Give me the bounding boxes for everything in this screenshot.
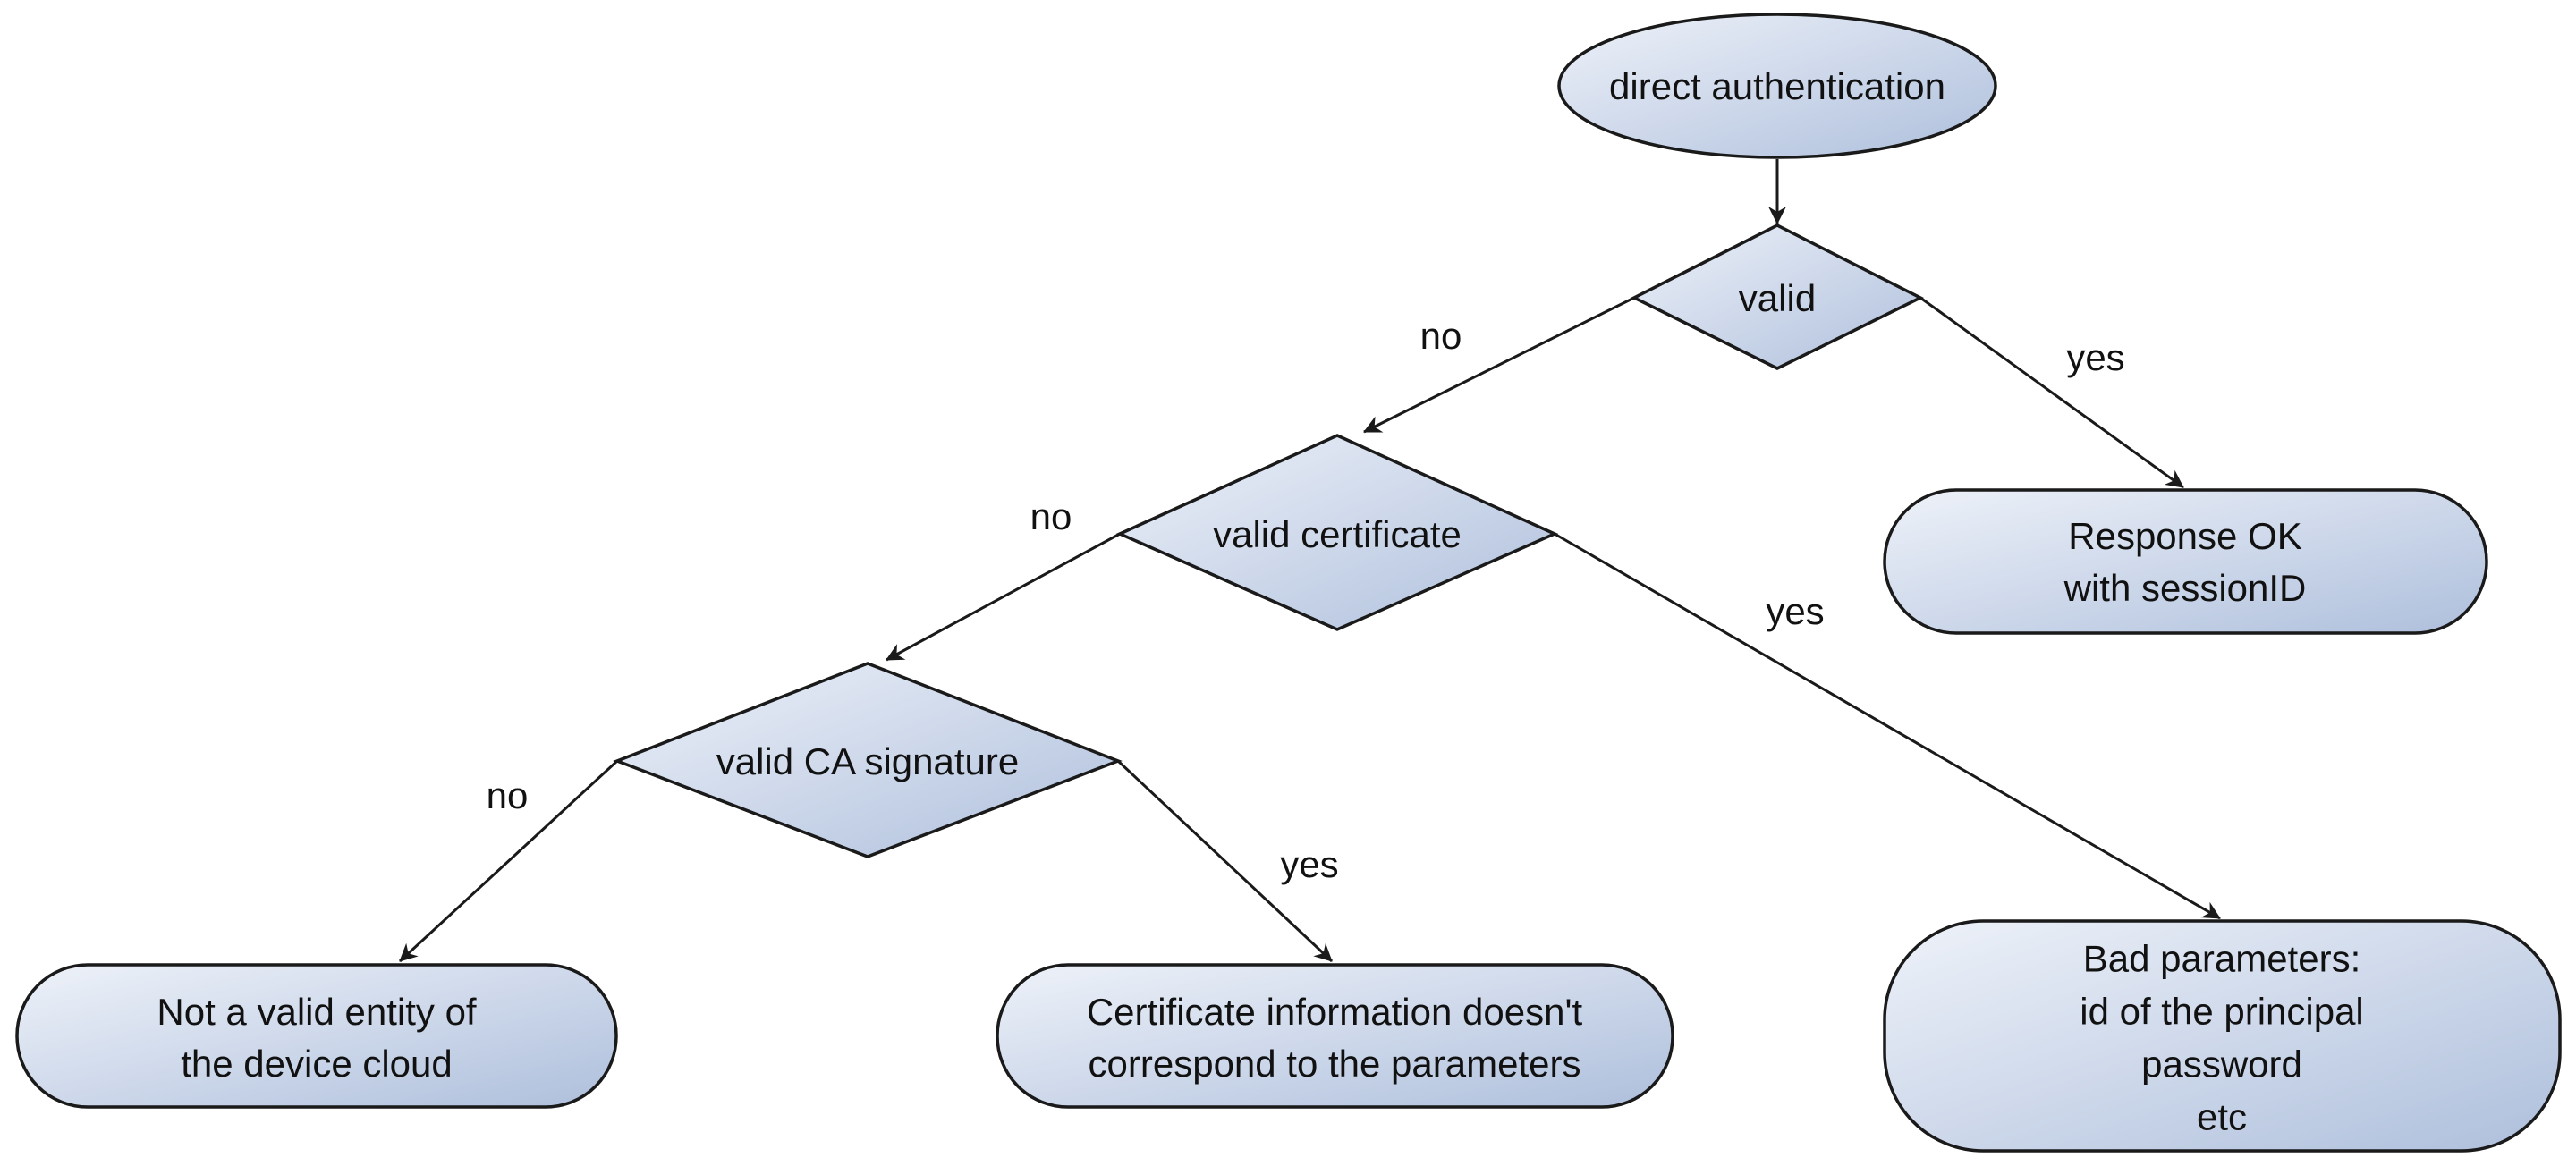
node-label: Not a valid entity of the device cloud — [157, 991, 477, 1085]
node-direct-authentication: direct authentication — [1557, 13, 1997, 159]
edge-ca-yes: yes — [1116, 759, 1339, 963]
node-label-line: etc — [2197, 1096, 2247, 1138]
start-ellipse — [1557, 13, 1997, 159]
decision-diamond — [1115, 434, 1559, 631]
edge-label-yes: yes — [1766, 590, 1824, 632]
node-label: valid CA signature — [716, 740, 1020, 782]
edge-label-no: no — [487, 774, 529, 816]
edge-line — [1554, 532, 2221, 920]
edge-valid-yes: yes — [1919, 296, 2184, 489]
terminal-box — [1883, 919, 2562, 1153]
terminal-response-ok: Response OK with sessionID — [1883, 488, 2488, 635]
node-label: Certificate information doesn't correspon… — [1087, 991, 1583, 1085]
terminal-box — [996, 963, 1674, 1109]
decision-diamond — [613, 662, 1123, 858]
edge-certificate-yes: yes — [1554, 532, 2221, 920]
node-label-line: the device cloud — [181, 1043, 453, 1085]
terminal-box — [1883, 488, 2488, 635]
node-label: direct authentication — [1609, 65, 1945, 107]
edge-line — [1919, 296, 2184, 489]
node-label-line: Bad parameters: — [2083, 938, 2361, 980]
edge-line — [1363, 296, 1635, 434]
node-label-line: valid — [1739, 277, 1816, 319]
node-label-line: Certificate information doesn't — [1087, 991, 1583, 1033]
node-label-line: valid CA signature — [716, 740, 1020, 782]
terminal-bad-parameters: Bad parameters: id of the principal passwo… — [1883, 919, 2562, 1153]
edge-ca-no: no — [398, 759, 619, 963]
terminal-certificate-mismatch: Certificate information doesn't correspon… — [996, 963, 1674, 1109]
node-label-line: Not a valid entity of — [157, 991, 477, 1033]
terminal-box — [15, 963, 618, 1109]
node-label-line: id of the principal — [2080, 991, 2364, 1033]
decision-valid-ca-signature: valid CA signature — [613, 662, 1123, 858]
edge-line — [886, 532, 1121, 662]
node-label: Bad parameters: id of the principal passwo… — [2080, 938, 2364, 1138]
edge-label-yes: yes — [2066, 336, 2124, 378]
decision-diamond — [1631, 224, 1924, 370]
node-label: valid certificate — [1213, 513, 1462, 555]
decision-valid-certificate: valid certificate — [1115, 434, 1559, 631]
terminal-not-valid-entity: Not a valid entity of the device cloud — [15, 963, 618, 1109]
edge-certificate-no: no — [886, 495, 1121, 662]
node-label: valid — [1739, 277, 1816, 319]
edge-label-yes: yes — [1280, 843, 1338, 885]
node-label-line: correspond to the parameters — [1089, 1043, 1581, 1085]
node-label-line: password — [2141, 1043, 2302, 1086]
edge-label-no: no — [1420, 315, 1462, 357]
edge-line — [1116, 759, 1334, 963]
node-label-line: with sessionID — [2063, 567, 2307, 609]
edge-valid-no: no — [1363, 296, 1635, 434]
node-label: Response OK with sessionID — [2063, 515, 2307, 609]
edge-label-no: no — [1030, 495, 1072, 537]
node-label-line: direct authentication — [1609, 65, 1945, 107]
edge-line — [398, 759, 619, 963]
decision-valid: valid — [1631, 224, 1924, 370]
node-label-line: valid certificate — [1213, 513, 1462, 555]
node-label-line: Response OK — [2068, 515, 2301, 557]
